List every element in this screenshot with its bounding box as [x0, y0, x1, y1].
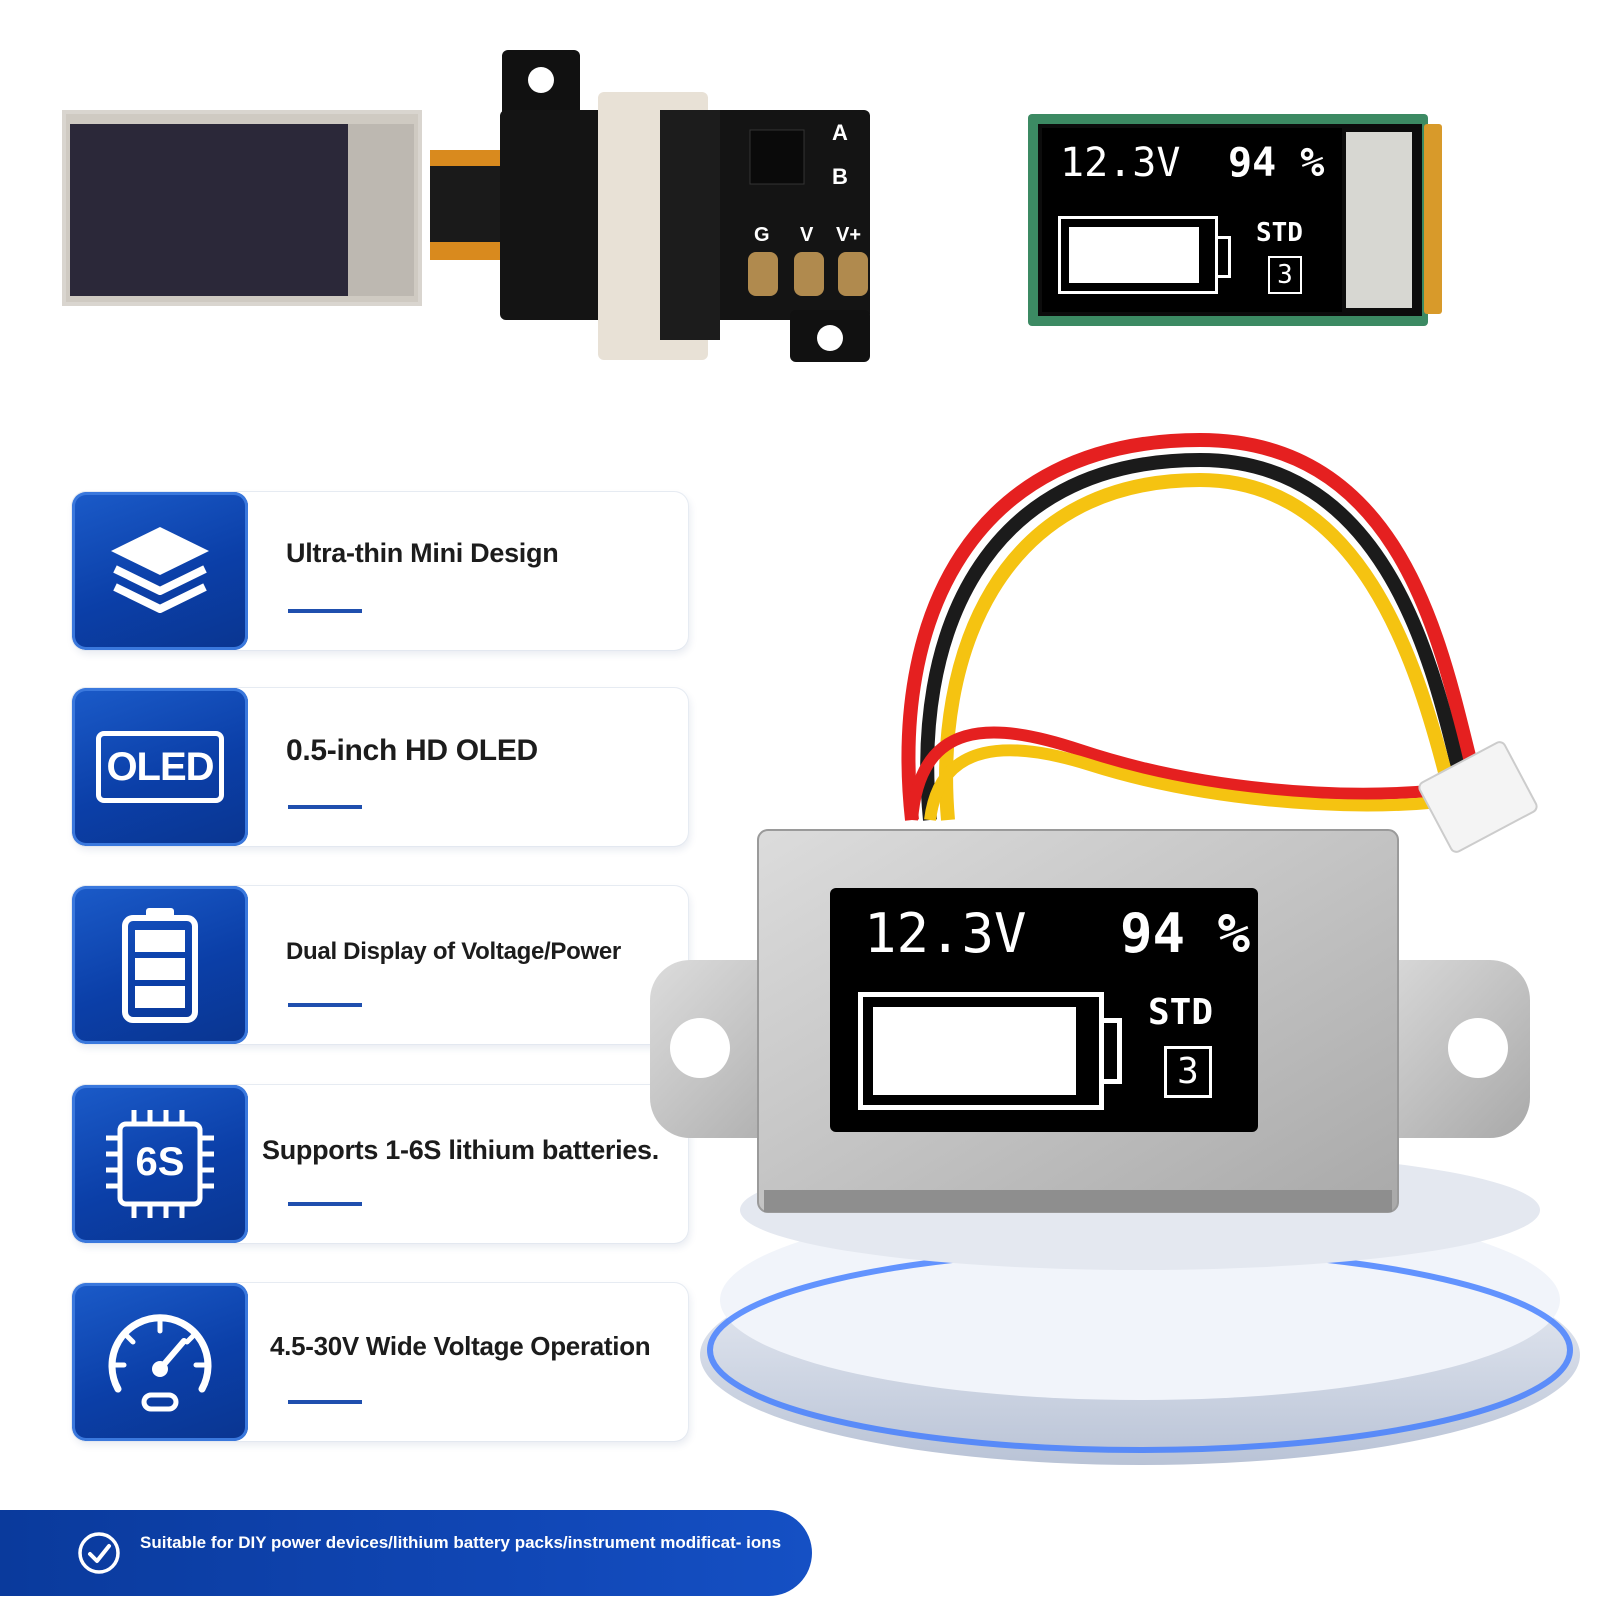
small-cells-value: 3 — [1277, 260, 1293, 290]
small-percent-readout: 94 % — [1228, 140, 1325, 186]
battery-icon — [122, 908, 198, 1023]
feature-underline — [288, 1400, 362, 1404]
small-oled-screen: 12.3V 94 % STD 3 — [1042, 128, 1342, 312]
small-voltage-readout: 12.3V — [1060, 140, 1181, 186]
pcb-label-a: A — [832, 120, 848, 145]
main-cells-value: 3 — [1177, 1051, 1199, 1092]
speedometer-icon — [108, 1314, 212, 1412]
main-mode-label: STD — [1148, 992, 1214, 1033]
feature-underline — [288, 1003, 362, 1007]
main-battery-icon — [858, 992, 1104, 1110]
feature-icon-box: 6S — [72, 1085, 248, 1243]
small-oled-board: 12.3V 94 % STD 3 — [1028, 114, 1448, 328]
bare-oled-module: A B G V V+ — [0, 40, 900, 370]
small-battery-terminal — [1218, 236, 1231, 278]
banner-text: Suitable for DIY power devices/lithium b… — [140, 1533, 782, 1552]
small-oled-flex — [1424, 124, 1442, 314]
feature-card-6s: 6S Supports 1-6S lithium batteries. — [72, 1085, 688, 1243]
feature-icon-box — [72, 886, 248, 1044]
feature-card-voltage: 4.5-30V Wide Voltage Operation — [72, 1283, 688, 1441]
feature-icon-box — [72, 492, 248, 650]
small-cells-box: 3 — [1268, 256, 1302, 294]
bottom-banner: Suitable for DIY power devices/lithium b… — [0, 1510, 812, 1596]
feature-icon-box: OLED — [72, 688, 248, 846]
feature-underline — [288, 1202, 362, 1206]
feature-card-ultra-thin: Ultra-thin Mini Design — [72, 492, 688, 650]
small-mode-label: STD — [1256, 218, 1303, 248]
main-product: 12.3V 94 % STD 3 — [640, 420, 1600, 1520]
feature-title: Ultra-thin Mini Design — [286, 538, 559, 568]
oled-icon-text: OLED — [106, 744, 214, 789]
feature-card-oled: OLED 0.5-inch HD OLED — [72, 688, 688, 846]
oled-icon: OLED — [96, 731, 224, 803]
check-circle-icon — [78, 1532, 120, 1574]
main-oled-screen: 12.3V 94 % STD 3 — [830, 888, 1258, 1132]
main-battery-fill — [873, 1007, 1076, 1095]
chip-6s-icon: 6S — [102, 1106, 218, 1222]
main-cells-box: 3 — [1164, 1046, 1212, 1098]
feature-icon-box — [72, 1283, 248, 1441]
feature-title: Dual Display of Voltage/Power — [286, 938, 621, 965]
feature-title: Supports 1-6S lithium batteries. — [262, 1135, 659, 1165]
pcb-label-vplus: V+ — [836, 224, 862, 246]
feature-title: 4.5-30V Wide Voltage Operation — [270, 1331, 651, 1361]
chip-pins-icon — [106, 1110, 214, 1218]
pcb-label-g: G — [754, 224, 770, 246]
feature-underline — [288, 805, 362, 809]
feature-underline — [288, 609, 362, 613]
pcb-label-v: V — [800, 224, 814, 246]
bare-oled-module-illustration — [62, 50, 870, 362]
layers-icon — [111, 527, 209, 613]
small-battery-icon — [1058, 216, 1218, 294]
small-oled-side-glass — [1346, 132, 1412, 308]
main-voltage-readout: 12.3V — [864, 902, 1027, 965]
feature-title: 0.5-inch HD OLED — [286, 734, 538, 767]
pcb-label-b: B — [832, 164, 848, 189]
small-battery-fill — [1069, 227, 1199, 283]
main-percent-readout: 94 % — [1120, 902, 1251, 965]
feature-card-dual-display: Dual Display of Voltage/Power — [72, 886, 688, 1044]
chip-6s-text: 6S — [135, 1140, 185, 1184]
main-battery-terminal — [1103, 1018, 1122, 1084]
